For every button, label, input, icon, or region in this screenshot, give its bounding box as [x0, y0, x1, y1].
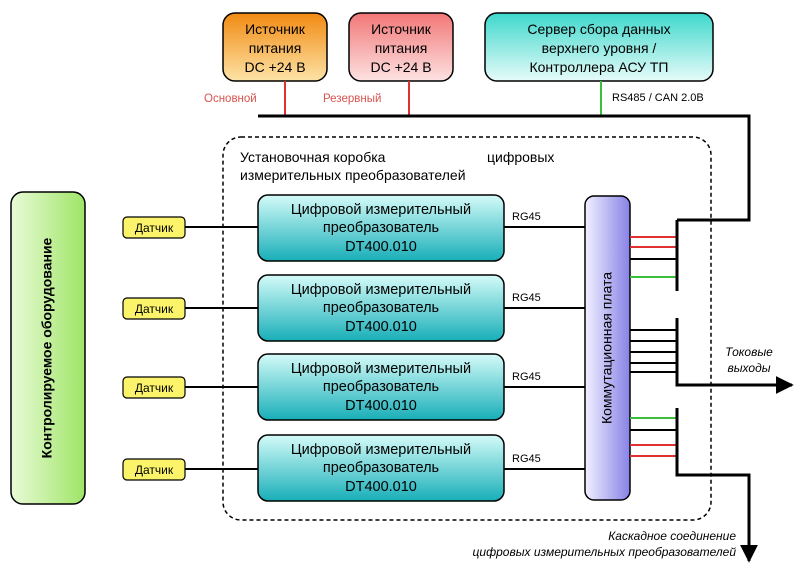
rg45-label: RG45: [512, 292, 541, 304]
sensor-label: Датчик: [135, 302, 174, 316]
server-line2: верхнего уровня /: [542, 40, 657, 56]
power-supply-reserve-line3: DC +24 В: [370, 59, 431, 75]
converter-rows: Датчик Цифровой измерительный преобразов…: [122, 194, 585, 502]
rg45-label: RG45: [512, 211, 541, 223]
converter-line3: DT400.010: [345, 398, 417, 414]
power-supply-reserve-line1: Источник: [371, 21, 432, 37]
enclosure-title-2: измерительных преобразователей: [240, 167, 466, 183]
cascade-arrow: [675, 408, 758, 563]
top-bus-line: [258, 114, 751, 222]
converter-line1: Цифровой измерительный: [291, 361, 471, 377]
power-supply-main: Источник питания DC +24 В: [222, 12, 328, 82]
server-line1: Сервер сбора данных: [527, 21, 670, 37]
cascade-line2: цифровых измерительных преобразователей: [473, 545, 737, 559]
current-outputs-arrow: [675, 318, 794, 394]
cascade-line1: Каскадное соединение: [608, 529, 736, 543]
power-supply-main-line1: Источник: [245, 21, 306, 37]
converter-line1: Цифровой измерительный: [291, 202, 471, 218]
current-outputs-line1: Токовые: [725, 345, 773, 359]
power-supply-main-line2: питания: [249, 40, 302, 56]
power-supply-reserve-line2: питания: [375, 40, 428, 56]
label-reserve: Резервный: [323, 93, 381, 105]
enclosure-title-1a: Установочная коробка: [240, 149, 386, 165]
sensor-label: Датчик: [135, 463, 174, 477]
converter-line2: преобразователь: [323, 460, 439, 476]
converter-line1: Цифровой измерительный: [291, 442, 471, 458]
enclosure-title-1b: цифровых: [487, 149, 554, 165]
controlled-equipment: Контролируемое оборудование: [10, 191, 86, 505]
converter-line3: DT400.010: [345, 239, 417, 255]
converter-line2: преобразователь: [323, 379, 439, 395]
converter-line3: DT400.010: [345, 479, 417, 495]
enclosure-box: [222, 136, 712, 521]
current-outputs-line2: выходы: [727, 361, 770, 375]
converter-line2: преобразователь: [323, 300, 439, 316]
converter-line3: DT400.010: [345, 319, 417, 335]
switch-board-label: Коммутационная плата: [599, 272, 615, 424]
converter-line1: Цифровой измерительный: [291, 282, 471, 298]
sensor-label: Датчик: [135, 221, 174, 235]
rg45-label: RG45: [512, 371, 541, 383]
server-box: Сервер сбора данных верхнего уровня / Ко…: [484, 12, 714, 82]
rg45-label: RG45: [512, 453, 541, 465]
sensor-label: Датчик: [135, 381, 174, 395]
converter-line2: преобразователь: [323, 220, 439, 236]
power-supply-main-line3: DC +24 В: [244, 59, 305, 75]
power-supply-reserve: Источник питания DC +24 В: [348, 12, 454, 82]
equipment-label: Контролируемое оборудование: [39, 237, 55, 458]
server-line3: Контроллера АСУ ТП: [529, 59, 668, 75]
label-bus: RS485 / CAN 2.0B: [612, 92, 704, 104]
label-main: Основной: [204, 93, 257, 105]
switch-board: Коммутационная плата: [584, 195, 631, 501]
